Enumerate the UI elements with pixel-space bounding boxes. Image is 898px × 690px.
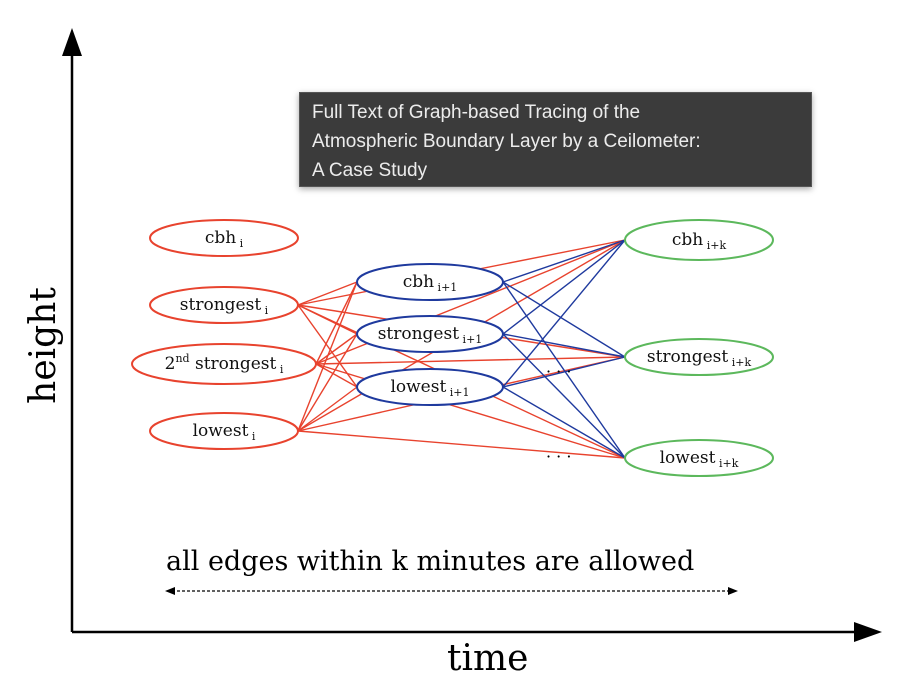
- node-left-cbh-i: cbh i: [149, 219, 299, 257]
- edge: [297, 333, 358, 432]
- node-ellipse: [624, 338, 774, 376]
- node-middle-lowest-i+1: lowest i+1: [356, 368, 504, 406]
- node-ellipse: [131, 343, 317, 385]
- tooltip-line: A Case Study: [312, 160, 428, 181]
- y-axis-label: height: [22, 287, 64, 404]
- node-right-lowest-i+k: lowest i+k: [624, 439, 774, 477]
- graph-nodes: cbh i strongest i 2nd strongest i lowest i c…: [131, 219, 774, 477]
- edge: [315, 333, 358, 365]
- edge: [502, 239, 626, 335]
- tooltip-line: Full Text of Graph-based Tracing of the: [312, 102, 641, 123]
- node-right-strongest-i+k: strongest i+k: [624, 338, 774, 376]
- edge: [297, 281, 358, 306]
- edge: [315, 281, 358, 365]
- node-ellipse: [149, 412, 299, 450]
- node-left-lowest-i: lowest i: [149, 412, 299, 450]
- node-ellipse: [624, 439, 774, 477]
- tooltip: Full Text of Graph-based Tracing of the …: [299, 92, 812, 187]
- node-label: strongest i+k: [647, 347, 752, 369]
- edge: [297, 386, 358, 432]
- node-label: strongest i+1: [378, 324, 483, 346]
- caption: all edges within k minutes are allowed: [166, 546, 695, 577]
- node-middle-cbh-i+1: cbh i+1: [356, 263, 504, 301]
- edge: [297, 281, 358, 432]
- edge: [502, 239, 626, 388]
- node-label: lowest i+k: [660, 448, 739, 470]
- edge: [502, 333, 626, 358]
- x-axis-label: time: [447, 638, 529, 679]
- node-ellipse: [149, 219, 299, 257]
- node-label: lowest i+1: [390, 377, 469, 399]
- tooltip-line: Atmospheric Boundary Layer by a Ceilomet…: [312, 131, 701, 152]
- node-left-strongest-i: strongest i: [149, 286, 299, 324]
- node-label: 2nd strongest i: [165, 352, 284, 376]
- node-label: cbh i+k: [672, 230, 727, 252]
- edge: [502, 239, 626, 283]
- node-left-strongest-2i: 2nd strongest i: [131, 343, 317, 385]
- arrow-right-icon: [728, 587, 738, 595]
- node-ellipse: [356, 368, 504, 406]
- x-axis-arrow-icon: [854, 622, 882, 642]
- edge: [297, 304, 358, 388]
- edge: [502, 281, 626, 459]
- edge: [502, 386, 626, 459]
- ellipsis-lower: · · ·: [546, 447, 571, 466]
- node-label: cbh i+1: [403, 272, 458, 294]
- node-ellipse: [624, 219, 774, 261]
- node-right-cbh-i+k: cbh i+k: [624, 219, 774, 261]
- node-ellipse: [356, 263, 504, 301]
- edge: [502, 281, 626, 358]
- edge: [315, 356, 626, 365]
- node-label: lowest i: [193, 421, 256, 443]
- node-ellipse: [149, 286, 299, 324]
- arrow-left-icon: [165, 587, 175, 595]
- node-ellipse: [356, 315, 504, 353]
- edge: [502, 333, 626, 459]
- node-label: strongest i: [180, 295, 269, 317]
- ellipsis-upper: · · ·: [546, 362, 571, 381]
- edge: [297, 430, 626, 459]
- node-label: cbh i: [205, 228, 244, 250]
- y-axis-arrow-icon: [62, 28, 82, 56]
- edge: [502, 356, 626, 388]
- node-middle-strongest-i+1: strongest i+1: [356, 315, 504, 353]
